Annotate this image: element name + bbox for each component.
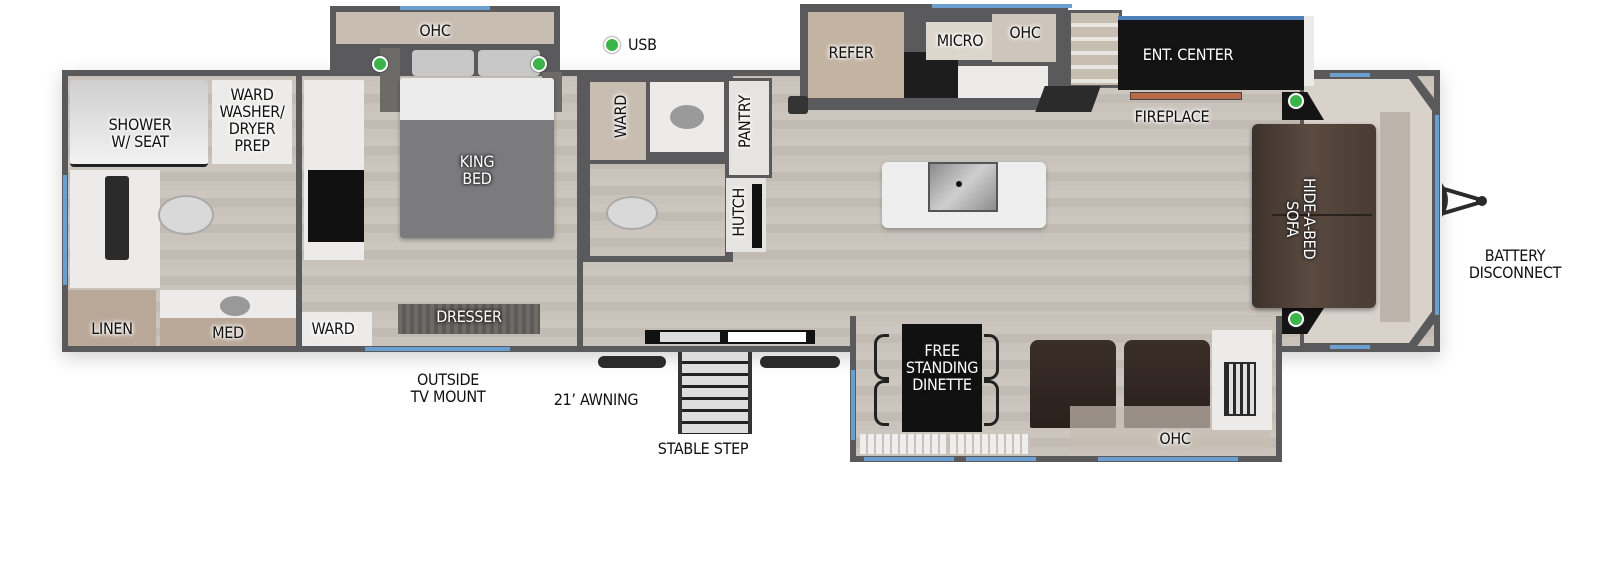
sink-drain-icon xyxy=(956,181,962,187)
dinette-label: FREE STANDING DINETTE xyxy=(905,341,979,394)
dinette-drawer-left xyxy=(860,434,948,454)
med-cabinet xyxy=(160,318,296,346)
shower-label: SHOWER W/ SEAT xyxy=(108,115,172,151)
kitchen-slide-seal xyxy=(788,96,808,114)
hide-a-bed-label: HIDE-A-BED SOFA xyxy=(1283,178,1319,260)
awning-label: 21’ AWNING xyxy=(553,390,639,409)
usb-legend-icon xyxy=(604,37,620,53)
refer xyxy=(808,12,904,98)
fireplace-label: FIREPLACE xyxy=(1134,107,1210,126)
king-bed-label: KING BED xyxy=(459,152,495,188)
stable-step-label: STABLE STEP xyxy=(657,439,749,458)
dresser xyxy=(398,304,540,334)
hutch-label: HUTCH xyxy=(729,188,748,237)
med-label: MED xyxy=(212,323,244,342)
bedroom-side-window xyxy=(365,347,510,351)
living-window-3 xyxy=(1098,457,1238,461)
linen-cabinet xyxy=(68,290,156,346)
dresser-label: DRESSER xyxy=(436,307,502,326)
bedroom-ohc-label: OHC xyxy=(419,21,451,40)
sofa-cushion-divider xyxy=(1272,214,1372,216)
dinette-chair-3 xyxy=(984,334,999,380)
refer-label: REFER xyxy=(828,43,874,62)
fireplace-icon xyxy=(1130,92,1242,100)
pillow-right xyxy=(478,50,540,76)
half-bath-wall xyxy=(577,76,583,346)
sofa-back-cabinet xyxy=(1380,112,1410,322)
bedroom-ward-label: WARD xyxy=(311,319,355,338)
living-window-2 xyxy=(966,457,1036,461)
half-bath-toilet-icon xyxy=(606,196,658,230)
hutch-top xyxy=(752,184,762,248)
entry-door-2 xyxy=(728,332,806,342)
dinette-drawer-right xyxy=(950,434,1030,454)
usb-port-bed-right xyxy=(531,56,547,72)
outside-tv-label: OUTSIDE TV MOUNT xyxy=(410,370,486,406)
living-side-window xyxy=(851,370,855,440)
bedroom-ohc xyxy=(336,12,554,44)
kitchen-slide-window xyxy=(932,4,1072,8)
kitchen-ohc xyxy=(992,14,1056,62)
ward-washer-cabinet xyxy=(212,80,292,164)
island-sink-icon xyxy=(928,162,998,212)
living-window-1 xyxy=(864,457,954,461)
front-top-window xyxy=(1330,73,1370,77)
half-bath-ward-label: WARD xyxy=(611,95,630,139)
awning-arm-right xyxy=(760,356,840,368)
pantry-label: PANTRY xyxy=(735,95,754,149)
pantry-cabinet xyxy=(726,78,772,178)
king-bed xyxy=(400,78,554,238)
heater-vent-icon xyxy=(1224,362,1256,416)
ent-center-label: ENT. CENTER xyxy=(1142,45,1234,64)
bedroom-wall-left xyxy=(296,76,302,346)
hitch-icon xyxy=(1440,175,1490,225)
kitchen-counter xyxy=(958,66,1048,98)
usb-port-bed-left xyxy=(372,56,388,72)
usb-port-sofa-bottom xyxy=(1288,311,1304,327)
pillow-left xyxy=(412,50,474,76)
ward-washer-label: WARD WASHER/ DRYER PREP xyxy=(219,85,285,155)
hide-a-bed-sofa xyxy=(1252,124,1376,308)
living-ohc-label: OHC xyxy=(1159,429,1191,448)
tv-panel xyxy=(308,170,364,242)
half-bath-sink-icon xyxy=(670,105,704,129)
dinette-chair-2 xyxy=(874,380,889,426)
linen-label: LINEN xyxy=(91,319,133,338)
micro-label: MICRO xyxy=(936,31,984,50)
free-standing-dinette xyxy=(902,324,982,432)
front-bottom-window xyxy=(1330,345,1370,349)
dinette-chair-1 xyxy=(874,334,889,380)
front-window xyxy=(1435,115,1439,315)
ent-center xyxy=(1118,16,1304,90)
storage-steps xyxy=(1068,10,1122,88)
rear-window xyxy=(63,175,67,285)
mirror-icon xyxy=(105,176,129,260)
half-bath-ward xyxy=(590,82,646,160)
fold-table xyxy=(1035,86,1101,112)
usb-legend-label: USB xyxy=(628,35,657,54)
sink-icon xyxy=(220,296,250,316)
usb-port-sofa-top xyxy=(1288,93,1304,109)
micro-cabinet xyxy=(926,22,992,60)
stable-step-icon xyxy=(678,352,752,434)
battery-disconnect-label: BATTERY DISCONNECT xyxy=(1468,246,1562,282)
kitchen-ohc-label: OHC xyxy=(1009,23,1041,42)
shower xyxy=(70,80,208,167)
awning-arm-left xyxy=(598,356,666,368)
ent-side xyxy=(1304,16,1314,86)
bedroom-slide-window xyxy=(400,6,490,10)
toilet-icon xyxy=(158,195,214,235)
bedroom-ward-cabinet xyxy=(302,312,372,346)
dinette-chair-4 xyxy=(984,380,999,426)
entry-door xyxy=(660,332,720,342)
